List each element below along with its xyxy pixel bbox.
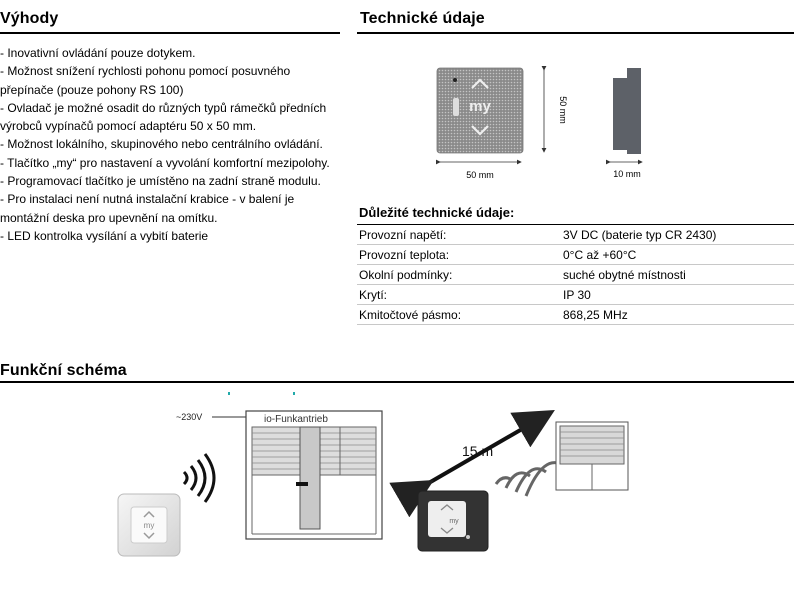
slide-switch-icon xyxy=(453,98,459,116)
spec-value: suché obytné místnosti xyxy=(561,264,794,285)
spec-value: 868,25 MHz xyxy=(561,304,794,325)
table-row: Kmitočtové pásmo: 868,25 MHz xyxy=(357,304,794,325)
advantage-item: - Ovladač je možné osadit do různých typ… xyxy=(0,100,327,134)
function-scheme-illustration: my ~230V io-Funkantrieb 15 m xyxy=(117,392,629,557)
advantage-item: - Programovací tlačítko je umístěno na z… xyxy=(0,174,321,189)
small-window-with-blind xyxy=(555,421,629,491)
spec-label: Okolní podmínky: xyxy=(357,264,561,285)
distance-label: 15 m xyxy=(462,443,493,459)
window-with-blind: io-Funkantrieb xyxy=(245,410,383,540)
advantage-item: - Možnost lokálního, skupinového nebo ce… xyxy=(0,137,323,152)
dim-depth-label: 10 mm xyxy=(613,169,641,179)
scheme-heading: Funkční schéma xyxy=(0,362,127,379)
spec-value: 3V DC (baterie typ CR 2430) xyxy=(561,224,794,245)
advantage-item: - LED kontrolka vysílání a vybití bateri… xyxy=(0,228,209,243)
remote-front-view: my xyxy=(436,67,524,154)
advantages-rule xyxy=(0,32,340,34)
my-button-label: my xyxy=(469,98,491,115)
spec-label: Kmitočtové pásmo: xyxy=(357,304,561,325)
wall-remote: my xyxy=(117,493,181,557)
spec-label: Krytí: xyxy=(357,284,561,305)
spec-label: Provozní napětí: xyxy=(357,224,561,245)
table-row: Okolní podmínky: suché obytné místnosti xyxy=(357,264,794,285)
dim-height-label: 50 mm xyxy=(558,96,568,124)
spec-label: Provozní teplota: xyxy=(357,244,561,265)
spec-value: 0°C až +60°C xyxy=(561,244,794,265)
arrow-up-icon xyxy=(471,78,489,89)
radio-waves-icon xyxy=(182,453,216,503)
device-dimension-drawing: my 50 mm 50 mm 10 mm xyxy=(436,66,643,180)
voltage-label: ~230V xyxy=(176,412,202,422)
wall-remote-label: my xyxy=(144,521,155,530)
table-row: Provozní teplota: 0°C až +60°C xyxy=(357,244,794,265)
advantage-item: - Možnost snížení rychlosti pohonu pomoc… xyxy=(0,64,291,97)
dim-width-label: 50 mm xyxy=(466,170,494,180)
advantage-item: - Tlačítko „my“ pro nastavení a vyvolání… xyxy=(0,155,330,170)
led-icon xyxy=(453,78,457,82)
spec-table: Provozní napětí: 3V DC (baterie typ CR 2… xyxy=(357,224,794,325)
table-row: Provozní napětí: 3V DC (baterie typ CR 2… xyxy=(357,224,794,245)
radio-waves-icon xyxy=(494,461,565,497)
motor-label: io-Funkantrieb xyxy=(264,414,328,425)
tech-rule xyxy=(357,32,794,34)
distance-arrow xyxy=(389,409,555,518)
tech-heading: Technické údaje xyxy=(360,10,485,27)
scheme-rule xyxy=(0,381,794,383)
advantages-heading: Výhody xyxy=(0,10,59,27)
handheld-remote: my xyxy=(417,490,489,552)
advantage-item: - Inovativní ovládání pouze dotykem. xyxy=(0,46,196,60)
spec-value: IP 30 xyxy=(561,284,794,305)
tech-subheading: Důležité technické údaje: xyxy=(359,205,515,220)
arrow-down-icon xyxy=(471,125,489,136)
advantages-list: - Inovativní ovládání pouze dotykem. - M… xyxy=(0,44,340,245)
handheld-remote-label: my xyxy=(449,518,459,525)
remote-side-view xyxy=(613,68,641,154)
advantage-item: - Pro instalaci není nutná instalační kr… xyxy=(0,192,295,225)
table-row: Krytí: IP 30 xyxy=(357,284,794,305)
